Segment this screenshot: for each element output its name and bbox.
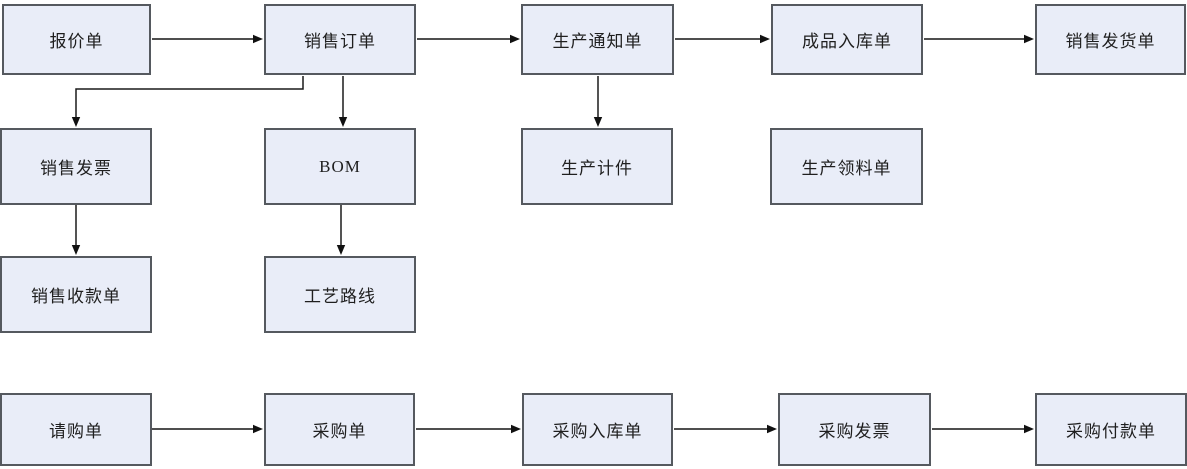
connector-sales-order-to-sales-invoice [71,76,304,127]
node-production-piecework[interactable]: 生产计件 [521,128,673,205]
node-purchase-request[interactable]: 请购单 [0,393,152,466]
node-production-notice[interactable]: 生产通知单 [521,4,674,75]
node-production-material-requisition[interactable]: 生产领料单 [770,128,923,205]
node-purchase-invoice[interactable]: 采购发票 [778,393,931,466]
node-quote[interactable]: 报价单 [2,4,151,75]
node-sales-shipment[interactable]: 销售发货单 [1035,4,1186,75]
node-purchase-payment[interactable]: 采购付款单 [1035,393,1187,466]
node-sales-receipt[interactable]: 销售收款单 [0,256,152,333]
node-sales-order[interactable]: 销售订单 [264,4,416,75]
node-sales-invoice[interactable]: 销售发票 [0,128,152,205]
node-bom[interactable]: BOM [264,128,416,205]
node-finished-goods-inbound[interactable]: 成品入库单 [771,4,923,75]
node-purchase-inbound[interactable]: 采购入库单 [522,393,673,466]
node-process-route[interactable]: 工艺路线 [264,256,416,333]
node-purchase-order[interactable]: 采购单 [264,393,415,466]
